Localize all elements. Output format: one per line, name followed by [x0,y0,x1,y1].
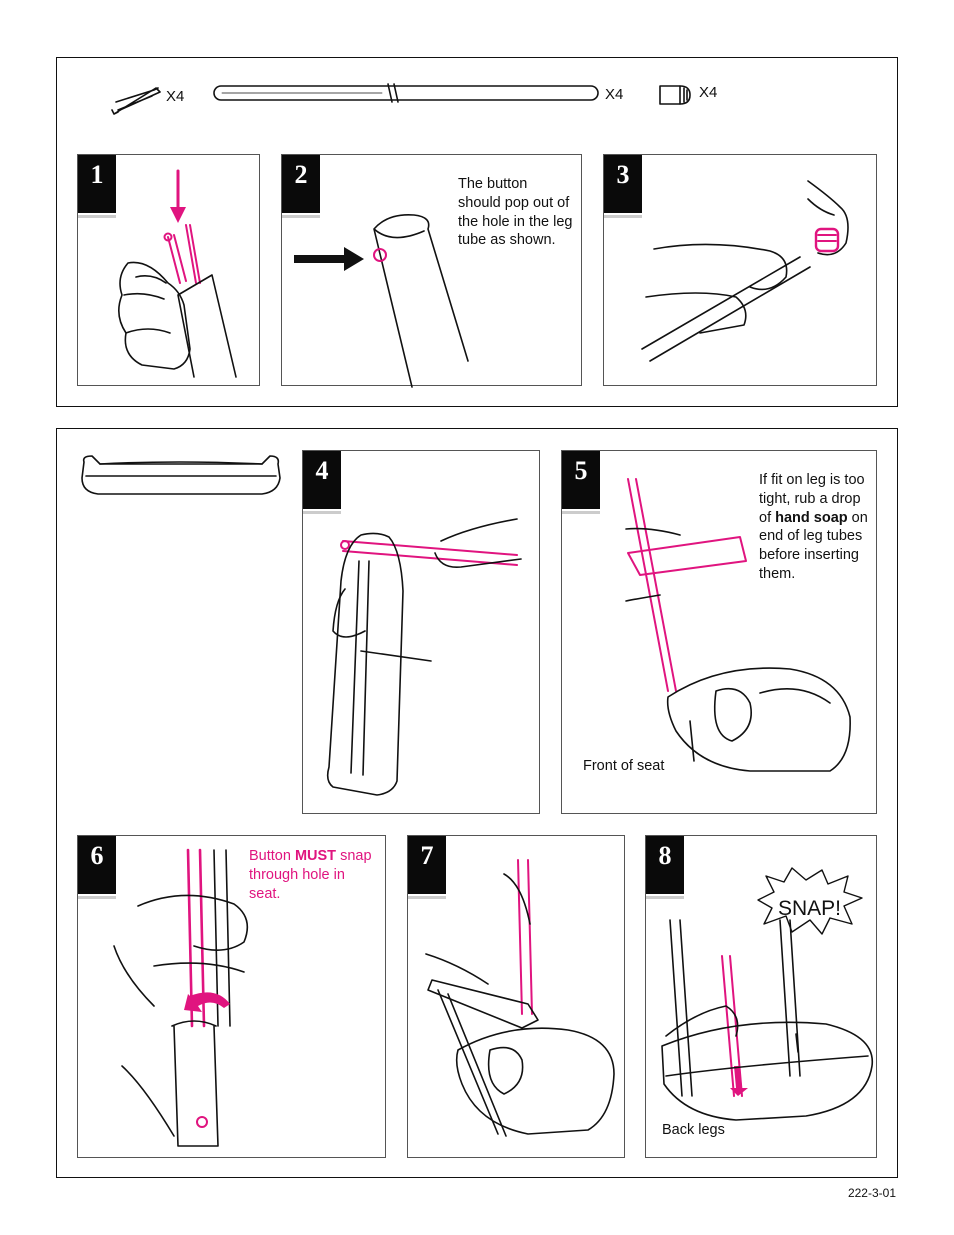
leg-clip-icon [111,87,161,115]
step-6-number: 6 [78,836,116,899]
foot-cap-icon [659,85,691,105]
step-6-panel: 6 Button MUST snap through hole in seat. [77,835,386,1158]
step-5-panel: 5 If fit on leg is too tight, rub a drop… [561,450,877,814]
parts-and-steps-1-3-frame [56,57,898,407]
button-snap-through-illustration [113,848,249,1147]
attach-back-legs-illustration [661,919,874,1121]
button-pop-illustration [294,213,469,388]
step-6-note-after: snap through hole in seat. [249,848,372,902]
step-8-number: 8 [646,836,684,899]
step-3-number: 3 [604,155,642,218]
snap-burst-shape [757,867,863,935]
hands-fitting-cap-illustration [641,180,849,362]
steps-4-8-frame [56,428,898,1178]
clip-quantity: X4 [166,88,185,105]
snap-burst-text: SNAP! [778,897,842,920]
step-5-number: 5 [562,451,600,514]
step-5-note-bold: hand soap [775,509,848,526]
step-6-note-bold: MUST [294,848,337,864]
step-7-panel: 7 [407,835,625,1158]
step-7-number: 7 [408,836,446,899]
hand-inserting-clip-illustration [118,169,237,378]
step-3-panel: 3 [603,154,877,386]
attach-tray-legs-illustration [425,859,615,1137]
cap-quantity: X4 [699,84,718,101]
step-2-number: 2 [282,155,320,218]
step-4-panel: 4 [302,450,540,814]
seat-tray-part-icon [81,455,281,495]
attach-leg-to-tray-illustration [326,518,522,796]
leg-tube-icon [213,83,599,103]
step-1-panel: 1 [77,154,260,386]
step-2-panel: 2 The button should pop out of the hole … [281,154,582,388]
step-2-note: The button should pop out of the hole in… [458,176,573,249]
step-5-note-before: If fit on leg is too tight, rub a drop o… [759,472,865,526]
step-5-note-after: on end of leg tubes before inserting the… [759,509,868,582]
step-5-note: If fit on leg is too tight, rub a drop o… [759,471,871,584]
insert-leg-into-seat-illustration [625,478,851,772]
step-6-note: Button MUST snap through hole in seat. [249,847,379,903]
tube-quantity: X4 [605,86,624,103]
step-4-number: 4 [303,451,341,514]
step-6-note-before: Button [249,848,291,864]
step-1-number: 1 [78,155,116,218]
step-8-caption: Back legs [662,1122,725,1138]
step-8-panel: 8 SNAP! Back legs [645,835,877,1158]
document-code: 222-3-01 [847,1186,896,1200]
step-5-caption: Front of seat [583,758,665,774]
